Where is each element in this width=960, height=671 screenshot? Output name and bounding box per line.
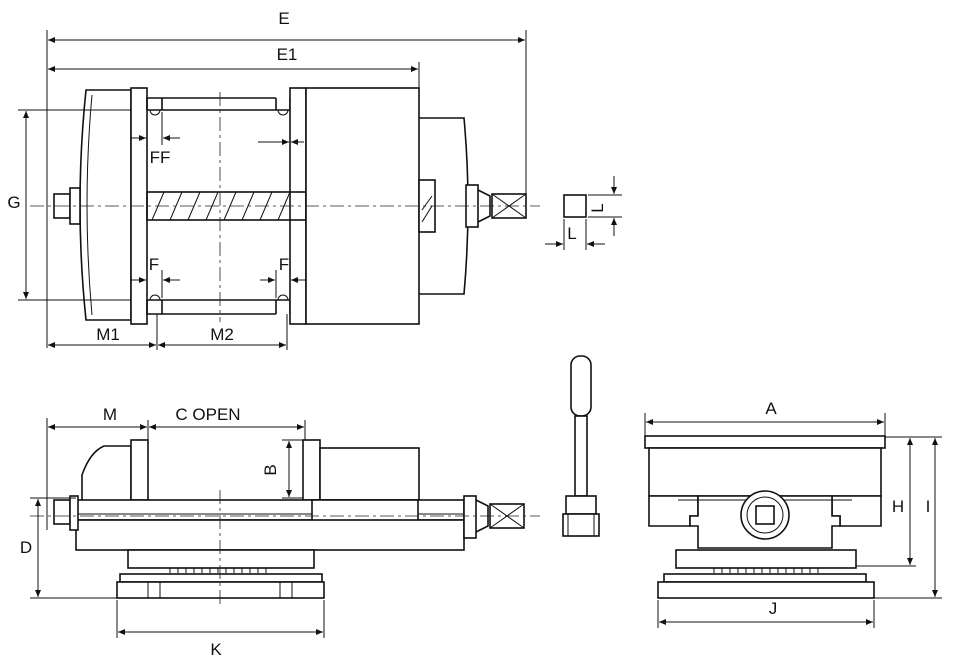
label-i: I bbox=[926, 497, 931, 516]
label-a: A bbox=[765, 399, 777, 418]
square-drive-detail: L L bbox=[545, 176, 622, 250]
label-k: K bbox=[210, 640, 222, 659]
label-g: G bbox=[7, 193, 20, 212]
label-e: E bbox=[278, 9, 289, 28]
label-ff: FF bbox=[150, 148, 171, 167]
label-c-open: C OPEN bbox=[175, 405, 240, 424]
label-m2: M2 bbox=[210, 325, 234, 344]
label-f-left: F bbox=[149, 255, 159, 274]
side-view: M C OPEN B bbox=[20, 405, 540, 659]
label-d: D bbox=[20, 538, 32, 557]
handle-view bbox=[562, 355, 600, 537]
label-h: H bbox=[892, 497, 904, 516]
label-b: B bbox=[261, 464, 280, 475]
label-m1: M1 bbox=[96, 325, 120, 344]
label-l-vertical: L bbox=[588, 203, 607, 212]
top-view: E E1 G bbox=[7, 9, 540, 350]
label-m: M bbox=[103, 405, 117, 424]
label-l-horizontal: L bbox=[567, 224, 576, 243]
front-view: A H I bbox=[644, 399, 942, 628]
label-f-right: F bbox=[279, 255, 289, 274]
label-e1: E1 bbox=[277, 45, 298, 64]
label-j: J bbox=[769, 599, 778, 618]
